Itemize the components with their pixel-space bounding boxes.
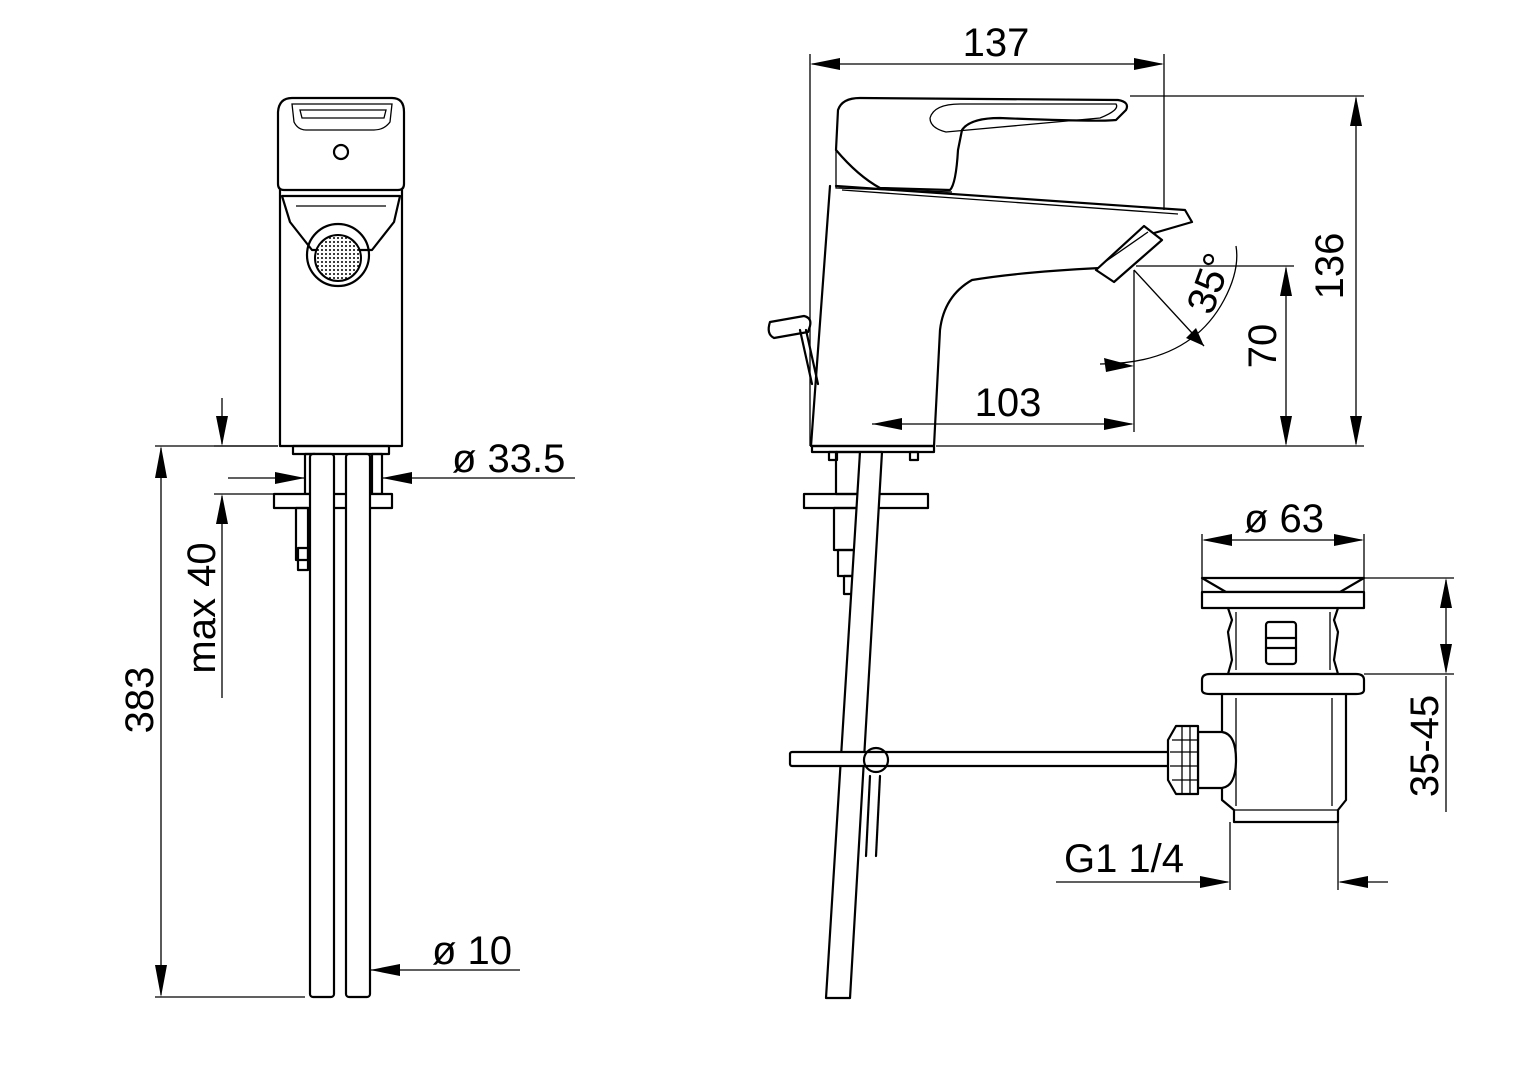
thread-g1-1-4-label: G1 1/4: [1064, 837, 1184, 881]
spout-angle-35-label: 35°: [1179, 248, 1241, 320]
spout-reach-103-label: 103: [975, 381, 1042, 425]
length-137-label: 137: [963, 21, 1030, 65]
height-136-label: 136: [1308, 233, 1352, 300]
max-40-label: max 40: [180, 542, 224, 673]
diameter-10-label: ø 10: [432, 929, 512, 973]
diameter-63-label: ø 63: [1244, 497, 1324, 541]
diameter-33-5-label: ø 33.5: [452, 437, 565, 481]
height-383-label: 383: [118, 667, 162, 734]
spout-height-70-label: 70: [1241, 324, 1285, 369]
connector-nut-ridges: [1170, 726, 1198, 794]
front-view: 383 max 40 ø 33.5 ø 10: [118, 96, 575, 999]
side-view: 137 136 70 103 35°: [767, 21, 1364, 1000]
waste-valve-view: ø 63 35-45 G1 1/4: [1056, 497, 1454, 890]
thickness-35-45-label: 35-45: [1403, 695, 1447, 797]
